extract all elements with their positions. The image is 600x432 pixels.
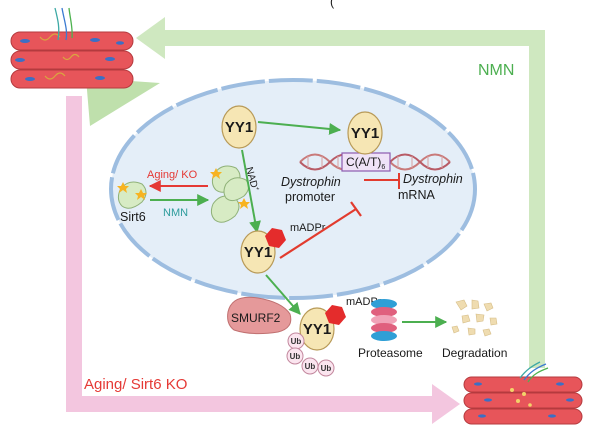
dystrophin-promoter-label-1: Dystrophin — [281, 175, 341, 189]
muscle-fiber-degenerated — [463, 361, 583, 425]
motif-label: C(A/T)6 — [346, 155, 385, 171]
muscle-fiber-healthy — [10, 7, 134, 89]
sirt6-inactive — [117, 181, 147, 209]
nucleus — [109, 78, 477, 300]
proteasome-label: Proteasome — [358, 346, 423, 360]
ub-label: Ub — [291, 337, 302, 346]
dystrophin-mrna-label-1: Dystrophin — [403, 172, 463, 186]
aging-arrow — [66, 96, 460, 424]
yy1-label-dna: YY1 — [351, 125, 379, 142]
nad-label: NAD+ — [243, 166, 260, 193]
yy1-inhibits-promoter — [279, 201, 362, 259]
yy1-label-mid: YY1 — [244, 244, 272, 261]
ub-label: Ub — [290, 352, 301, 361]
muscle-to-nucleus-wedge — [86, 78, 160, 126]
yy1-label-bottom: YY1 — [303, 321, 331, 338]
arrow-nad-mar — [241, 149, 261, 234]
nmn-rescue-arrow — [136, 17, 545, 368]
arrow-to-ubiquitination — [265, 274, 301, 315]
madpr-hexagon-mid — [265, 228, 286, 248]
madpr-label-1: mADPr — [290, 222, 326, 234]
yy1-protein-dna — [347, 111, 383, 155]
yy1-label-top: YY1 — [225, 119, 253, 136]
yy1-protein-top — [221, 105, 257, 149]
dystrophin-mrna-label-2: mRNA — [398, 188, 435, 202]
aging-ko-label: Aging/ KO — [147, 169, 198, 181]
ubiquitin-chain: Ub Ub Ub Ub — [286, 332, 335, 377]
top-cut-text: ( — [330, 0, 335, 9]
yy1-protein-bottom — [299, 307, 335, 351]
ub-label: Ub — [321, 364, 332, 373]
promoter-mrna-inhibit — [364, 173, 400, 189]
dystrophin-promoter-label-2: promoter — [285, 190, 335, 204]
smurf2-label: SMURF2 — [231, 311, 281, 325]
ub-label: Ub — [305, 362, 316, 371]
degradation-label: Degradation — [442, 346, 507, 360]
madpr-hexagon-bottom — [325, 305, 346, 325]
nmn-inner-label: NMN — [163, 207, 188, 219]
sirt6-label: Sirt6 — [120, 210, 146, 224]
degradation-fragments — [451, 299, 498, 337]
proteasome-icon — [371, 299, 397, 341]
nmn-label-top: NMN — [478, 62, 514, 79]
yy1-protein-mid — [240, 230, 276, 274]
smurf2-enzyme — [227, 296, 292, 335]
aging-sirt6-ko-label: Aging/ Sirt6 KO — [84, 376, 187, 393]
sirt6-active — [210, 165, 250, 223]
arrow-yy1-binds-dna — [257, 121, 342, 135]
